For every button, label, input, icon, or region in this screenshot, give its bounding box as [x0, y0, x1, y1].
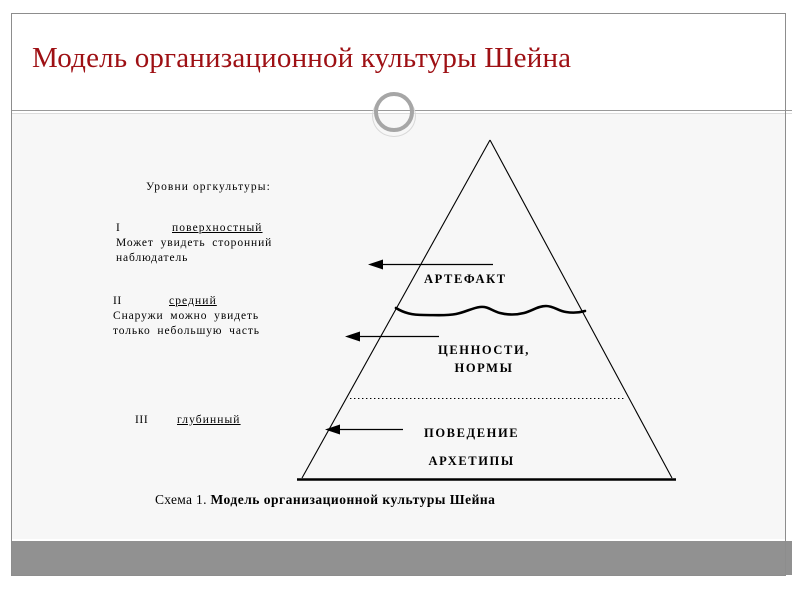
annotation-level-3: III глубинный: [135, 413, 365, 428]
diagram-caption: Схема 1. Модель организационной культуры…: [155, 492, 495, 508]
pyramid-label-values: ЦЕННОСТИ, НОРМЫ: [438, 341, 530, 377]
pyramid-label-artifact-line1: АРТЕФАКТ: [424, 272, 507, 286]
annotation-level-1-numeral: I: [116, 222, 121, 234]
annotation-level-3-numeral: III: [135, 414, 149, 426]
annotation-level-2: II средний Снаружи можно увидеть только н…: [113, 294, 343, 339]
annotation-level-1-desc-line1: Может увидеть сторонний: [116, 237, 273, 249]
annotations-heading: Уровни оргкультуры:: [146, 181, 271, 193]
pyramid-label-artifact: АРТЕФАКТ: [424, 272, 507, 287]
bottom-bar: [12, 541, 792, 575]
circle-ring-decoration-icon: [374, 92, 414, 132]
annotation-level-3-kind: глубинный: [177, 414, 241, 426]
page-title: Модель организационной культуры Шейна: [32, 42, 572, 74]
diagram-caption-main: Модель организационной культуры Шейна: [210, 492, 496, 507]
pyramid-label-behavior-line2: АРХЕТИПЫ: [428, 454, 515, 468]
annotation-level-2-desc-line2: только небольшую часть: [113, 325, 260, 337]
pyramid-label-behavior-line1: ПОВЕДЕНИЕ: [424, 426, 520, 440]
annotation-level-1-desc-line2: наблюдатель: [116, 252, 189, 264]
pyramid-label-values-line2: НОРМЫ: [454, 361, 514, 375]
annotation-level-2-desc-line1: Снаружи можно увидеть: [113, 310, 260, 322]
annotation-level-2-numeral: II: [113, 295, 122, 307]
annotation-level-2-kind: средний: [169, 295, 217, 307]
pyramid-label-behavior: ПОВЕДЕНИЕ АРХЕТИПЫ: [424, 419, 519, 475]
diagram-caption-lead: Схема 1.: [155, 492, 207, 507]
annotation-level-3-title: III глубинный: [135, 413, 365, 428]
pyramid-label-values-line1: ЦЕННОСТИ,: [438, 343, 530, 357]
annotation-level-2-title: II средний: [113, 294, 343, 309]
annotation-level-1-kind: поверхностный: [172, 222, 263, 234]
